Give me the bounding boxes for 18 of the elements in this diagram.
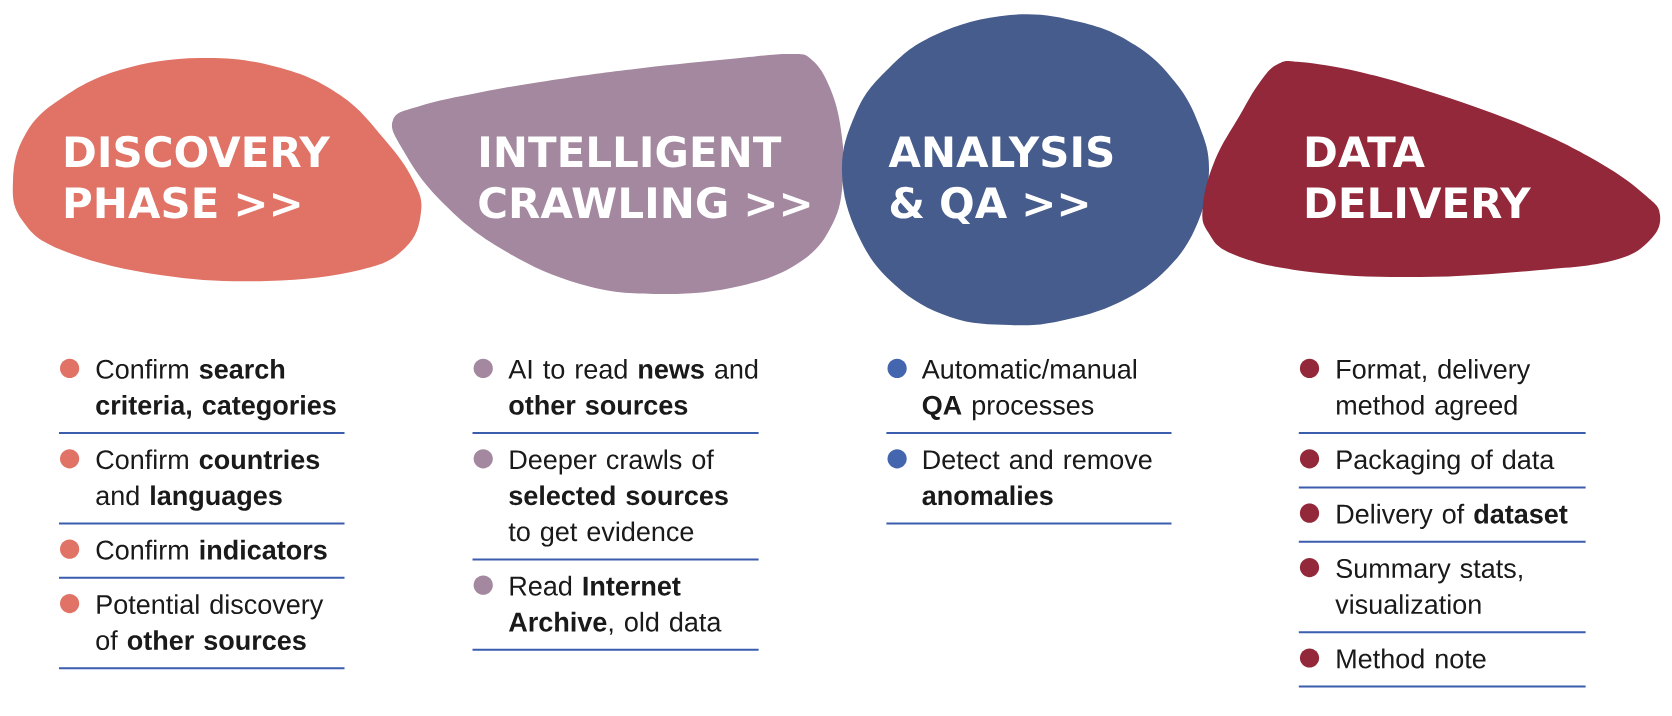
phase-blob: INTELLIGENT CRAWLING >> (391, 54, 844, 295)
phase-blob: ANALYSIS & QA >> (842, 14, 1209, 326)
bullet-text: Read Internet Archive, old data (508, 575, 722, 635)
bullet-text: Potential discovery of other sources (96, 594, 324, 651)
bullet-text: Packaging of data (1337, 449, 1555, 475)
bullet-text: Format, delivery method agreed (1337, 359, 1531, 421)
bullet-text: Method note (1337, 648, 1486, 669)
bullet-text: Detect and remove anomalies (922, 449, 1152, 506)
bullet-text: Deeper crawls of selected sources to get evidence (508, 449, 728, 547)
bullet-text: Confirm indicators (96, 539, 327, 560)
phase-blob: DISCOVERY PHASE >> (12, 57, 422, 282)
bullet-text: Delivery of dataset (1337, 503, 1568, 529)
bullet-text: Confirm search criteria, categories (96, 359, 336, 421)
bullet-text: AI to read news and other sources (508, 359, 758, 415)
bullet-text: Confirm countries and languages (96, 449, 320, 511)
bullet-text: Automatic/manual QA processes (921, 359, 1136, 421)
bullet-text: Summary stats, visualization (1335, 558, 1522, 615)
phase-blob: DATA DELIVERY (1202, 60, 1661, 278)
